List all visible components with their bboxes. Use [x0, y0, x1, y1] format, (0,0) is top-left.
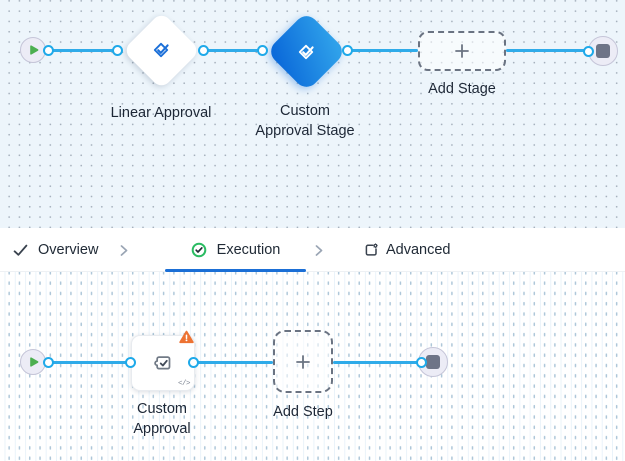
port[interactable]: [42, 44, 54, 56]
stage-node-linear-approval[interactable]: [122, 11, 200, 89]
check-icon: [12, 242, 29, 259]
edge: [333, 360, 421, 364]
code-icon: </>: [177, 380, 191, 388]
start-node[interactable]: [20, 37, 46, 63]
tab-label: Overview: [38, 242, 99, 258]
tab-execution[interactable]: Execution: [165, 228, 306, 272]
plus-icon: [293, 352, 313, 372]
stop-icon: [426, 355, 440, 369]
edge: [203, 48, 262, 52]
approval-diamond-icon: [149, 38, 173, 62]
play-icon: [28, 356, 40, 368]
port[interactable]: [197, 44, 209, 56]
plus-icon: [452, 41, 472, 61]
active-tab-underline: [165, 269, 306, 272]
chevron-right-icon: [314, 244, 324, 257]
edge: [347, 48, 418, 52]
edge: [193, 360, 273, 364]
stage-label: Linear Approval: [110, 105, 212, 121]
port[interactable]: [42, 356, 54, 368]
stage-tab-bar: Overview Execution: [0, 228, 625, 272]
port[interactable]: [415, 356, 427, 368]
tab-label: Execution: [216, 242, 281, 258]
stage-label: Custom Approval Stage: [255, 103, 355, 139]
stage-node-custom-approval-stage[interactable]: [265, 11, 347, 92]
add-stage-button[interactable]: [418, 31, 506, 71]
warning-icon: [179, 330, 194, 344]
port[interactable]: [256, 44, 268, 56]
add-step-label: Add Step: [273, 404, 333, 420]
port[interactable]: [341, 44, 353, 56]
tab-overview[interactable]: Overview: [12, 228, 98, 272]
tab-label: Advanced: [386, 242, 451, 258]
step-label: Custom Approval: [133, 401, 191, 437]
box-gear-icon: [363, 242, 379, 258]
port[interactable]: [124, 356, 136, 368]
play-icon: [28, 44, 40, 56]
stop-icon: [596, 44, 610, 58]
step-canvas[interactable]: </> Custom Approval Add Step: [0, 272, 625, 461]
puzzle-check-icon: [150, 350, 176, 376]
edge: [506, 48, 588, 52]
stage-canvas[interactable]: Linear Approval Custom Approval Stage Ad…: [0, 0, 625, 228]
chevron-right-icon: [119, 244, 129, 257]
start-node[interactable]: [20, 349, 46, 375]
add-step-button[interactable]: [273, 330, 333, 393]
check-circle-icon: [191, 242, 207, 258]
step-node-custom-approval[interactable]: </>: [131, 330, 195, 391]
edge: [48, 360, 130, 364]
port[interactable]: [582, 45, 594, 57]
approval-diamond-icon: [294, 40, 318, 64]
port[interactable]: [111, 44, 123, 56]
edge: [48, 48, 117, 52]
tab-advanced[interactable]: Advanced: [363, 228, 451, 272]
add-stage-label: Add Stage: [428, 81, 496, 97]
port[interactable]: [187, 356, 199, 368]
